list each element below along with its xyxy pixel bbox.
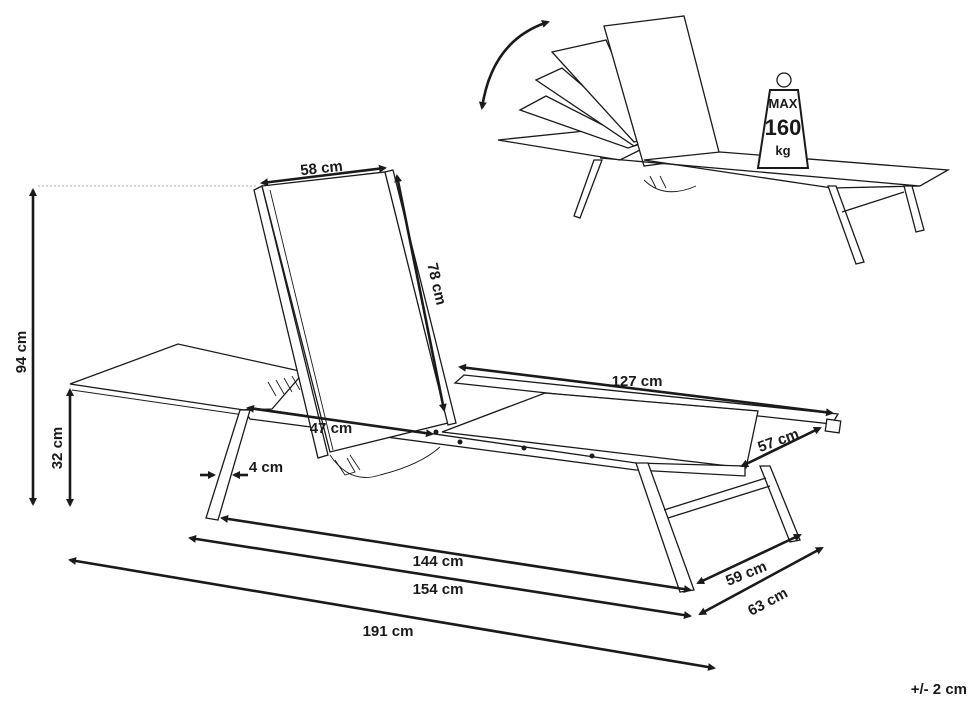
back-right-leg xyxy=(759,465,801,543)
badge-unit: kg xyxy=(775,143,790,158)
label-154: 154 cm xyxy=(413,581,464,598)
width-58-arrow xyxy=(260,164,387,187)
leg-rest xyxy=(69,343,306,411)
tolerance-note: +/- 2 cm xyxy=(910,681,967,698)
recline-mechanism xyxy=(329,446,441,478)
inset-leg-1 xyxy=(573,159,603,219)
weight-icon xyxy=(756,89,810,169)
backrest-left-bar xyxy=(253,185,329,459)
badge-max: MAX xyxy=(769,96,798,111)
badge-value: 160 xyxy=(765,115,802,140)
inset-seat xyxy=(643,151,951,189)
label-78: 78 cm xyxy=(423,261,449,306)
front-right-leg xyxy=(635,462,695,593)
width-57-arrow xyxy=(740,426,822,468)
label-191: 191 cm xyxy=(363,623,414,640)
label-59: 59 cm xyxy=(723,558,769,590)
rotation-arrow-icon xyxy=(478,20,550,110)
front-left-leg xyxy=(205,409,251,521)
label-94: 94 cm xyxy=(13,331,30,374)
inset-leg-2 xyxy=(827,185,865,265)
width-63-arrow xyxy=(698,546,824,616)
label-4: 4 cm xyxy=(249,459,283,476)
recline-inset-drawing: MAX 160 kg xyxy=(478,15,951,265)
inset-leg-3 xyxy=(903,185,925,233)
label-47: 47 cm xyxy=(310,420,353,437)
max-weight-badge: MAX 160 kg xyxy=(756,72,810,169)
label-63: 63 cm xyxy=(745,585,791,620)
main-lounger-drawing xyxy=(69,169,842,593)
label-32: 32 cm xyxy=(49,427,66,470)
dimension-lines xyxy=(29,164,834,671)
label-58: 58 cm xyxy=(299,158,343,179)
label-127: 127 cm xyxy=(612,373,663,390)
length-47-arrow xyxy=(246,404,434,438)
label-57: 57 cm xyxy=(756,426,802,457)
recline-slats xyxy=(267,375,301,397)
length-191-arrow xyxy=(68,557,716,671)
weight-handle-icon xyxy=(776,72,792,88)
length-127-arrow xyxy=(458,363,834,417)
cross-bar xyxy=(663,477,767,511)
length-78-arrow xyxy=(394,174,447,412)
label-144: 144 cm xyxy=(413,553,464,570)
length-154-arrow xyxy=(188,534,692,620)
